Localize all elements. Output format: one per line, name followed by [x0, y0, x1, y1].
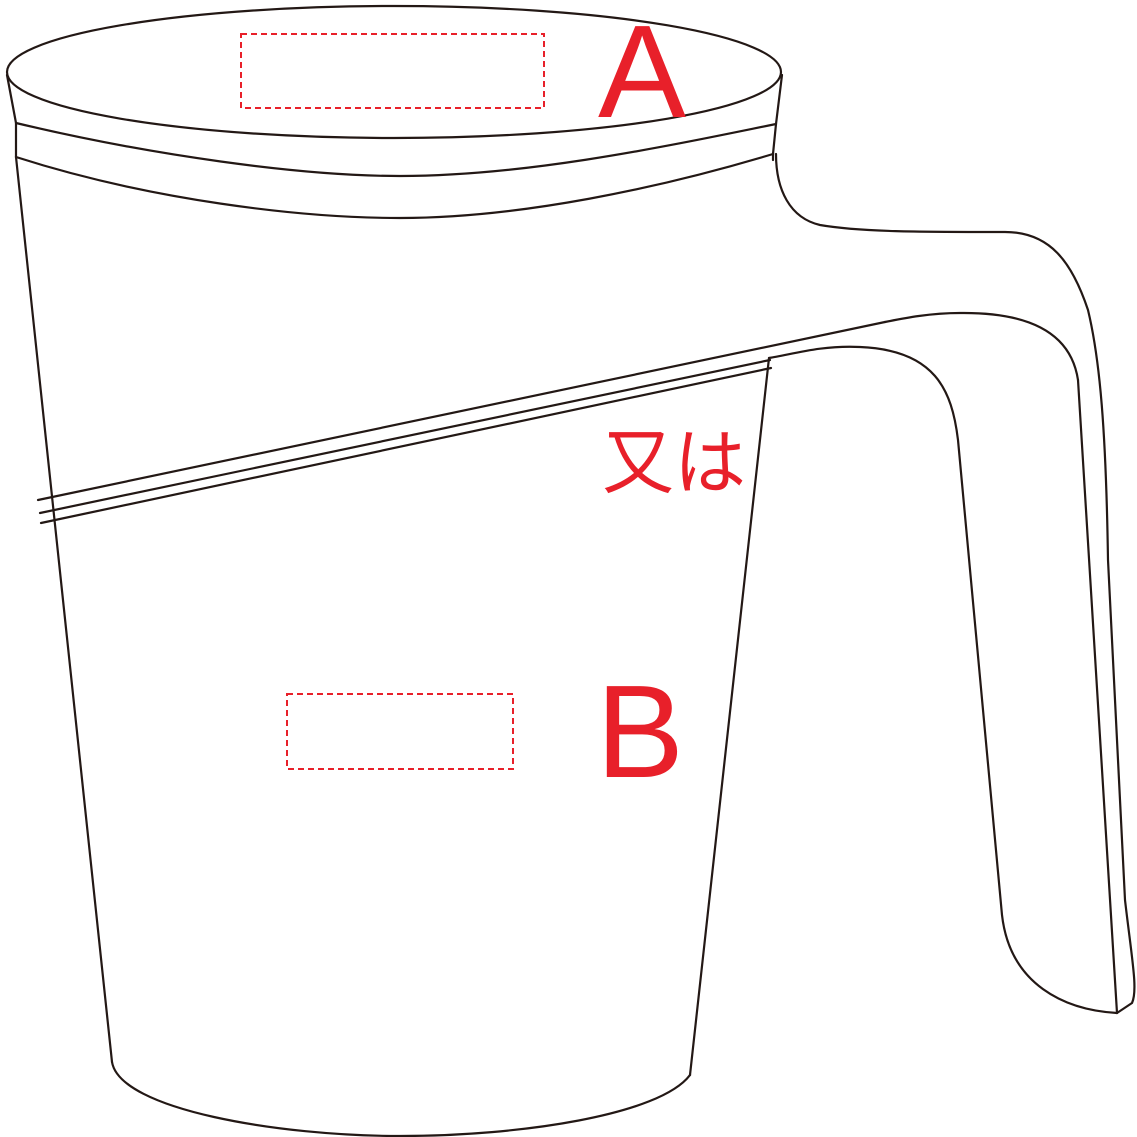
- alternative-separator-text: 又は: [602, 421, 746, 505]
- mug-rim-ellipse: [5, 4, 783, 140]
- mug-band-line-top: [36, 320, 887, 502]
- mug-band-line-bottom: [39, 366, 773, 525]
- mug-rim-band-top: [14, 121, 778, 178]
- mug-body-right-edge: [688, 151, 775, 1077]
- mug-handle-back-edge: [1076, 378, 1119, 1015]
- print-zone-b-box: [286, 693, 514, 770]
- print-zone-a-box: [240, 33, 545, 109]
- mug-band-line-middle: [38, 358, 772, 515]
- mug-handle-outer: [774, 152, 1136, 1015]
- mug-rim-side-left: [5, 73, 18, 159]
- mug-rim-band-bottom: [14, 152, 775, 220]
- mug-handle-back-curve: [883, 311, 1080, 382]
- mug-body-bottom: [110, 1060, 692, 1137]
- print-zone-a-label: A: [598, 0, 686, 145]
- print-zone-b-label: B: [596, 658, 684, 805]
- mug-handle-inner: [767, 345, 1119, 1015]
- mug-rim-side-right: [771, 73, 784, 156]
- mug-body-left-edge: [14, 155, 114, 1064]
